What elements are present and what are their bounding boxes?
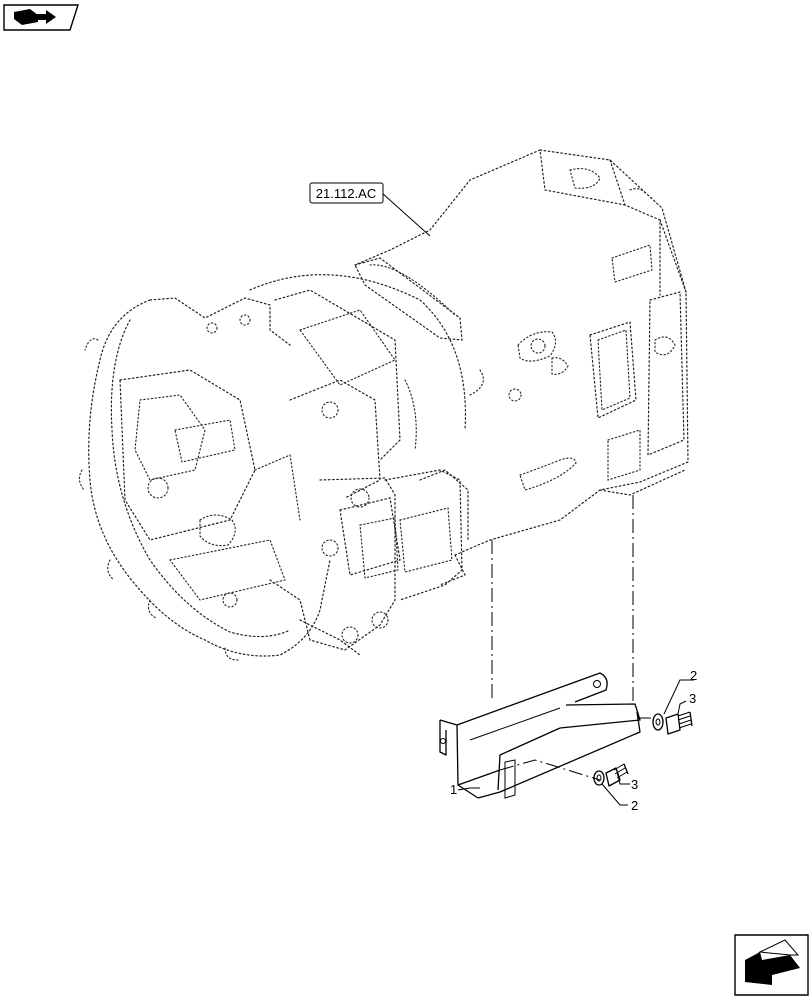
washer-lower <box>593 770 605 786</box>
callout-2-upper: 2 <box>690 668 697 683</box>
washer-upper <box>652 713 664 731</box>
callout-1: 1 <box>450 782 457 797</box>
book-arrow-icon[interactable] <box>3 4 79 31</box>
bolt-lower <box>605 763 629 787</box>
arrow-next-icon[interactable] <box>734 934 809 996</box>
reference-label-text: 21.112.AC <box>316 186 376 201</box>
callout-3-lower: 3 <box>631 777 638 792</box>
reference-label[interactable]: 21.112.AC <box>309 182 384 204</box>
bolt-upper <box>665 711 693 735</box>
bracket-part <box>439 672 641 799</box>
callout-3-upper: 3 <box>689 691 696 706</box>
transmission-housing <box>78 149 689 661</box>
callout-2-lower: 2 <box>631 798 638 813</box>
assembly-lines <box>491 495 655 781</box>
leader-lines <box>360 192 694 806</box>
